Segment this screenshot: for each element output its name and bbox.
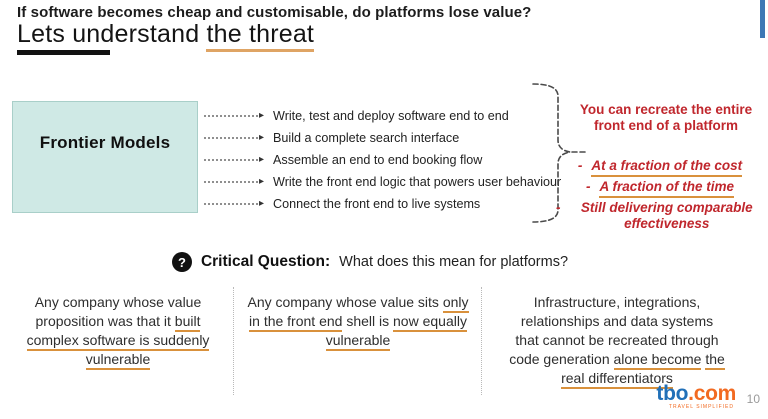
underlined-segment: now equally vulnerable <box>325 313 467 351</box>
logo-main-text: tbo <box>656 382 689 405</box>
underlined-segment: the real differentiators <box>561 351 725 389</box>
tbo-logo: tbo.com TRAVEL SIMPLIFIED <box>656 383 736 410</box>
conclusion-point-text: Still delivering comparable effectivenes… <box>580 200 753 231</box>
conclusion-point: - Still delivering comparable effectiven… <box>556 200 764 232</box>
takeaway-column-1: Any company whose value proposition was … <box>8 293 228 370</box>
capability-label: Write, test and deploy software end to e… <box>273 108 509 123</box>
capability-row: ▸ Build a complete search interface <box>204 129 459 146</box>
logo-tagline: TRAVEL SIMPLIFIED <box>668 404 734 410</box>
column-divider <box>481 287 482 395</box>
subtitle-prefix: Lets understand <box>17 20 207 48</box>
underlined-segment: built complex software is suddenly <box>26 313 210 351</box>
critical-question-row: ? Critical Question: What does this mean… <box>0 252 754 272</box>
page-number: 10 <box>746 392 760 406</box>
capability-row: ▸ Connect the front end to live systems <box>204 195 480 212</box>
text-segment: Any company whose value proposition was … <box>34 294 202 329</box>
underlined-segment: alone become <box>613 351 702 370</box>
underlined-segment: vulnerable <box>85 351 151 370</box>
dotted-connector <box>204 180 258 183</box>
dash-bullet: - <box>577 158 583 173</box>
dashed-brace-connector <box>532 83 588 223</box>
conclusion-point-text: At a fraction of the cost <box>591 158 743 177</box>
critical-question-text: What does this mean for platforms? <box>339 254 569 270</box>
column-divider <box>233 287 234 395</box>
text-segment: Infrastructure, integrations, relationsh… <box>509 294 719 367</box>
title-accent-bar <box>17 50 110 55</box>
tbo-logo-wordmark: tbo.com <box>656 383 736 404</box>
top-right-accent-stripe <box>760 0 765 38</box>
dash-bullet: - <box>585 179 591 194</box>
text-segment: Any company whose value sits <box>247 294 443 310</box>
critical-question-label: Critical Question: <box>200 253 331 270</box>
conclusion-points: - At a fraction of the cost - A fraction… <box>556 158 764 234</box>
capability-row: ▸ Write, test and deploy software end to… <box>204 107 509 124</box>
arrowhead-icon: ▸ <box>259 175 265 187</box>
text-segment: shell is <box>342 313 394 329</box>
question-mark-circle-icon: ? <box>171 252 192 272</box>
conclusion-heading: You can recreate the entire front end of… <box>579 102 753 133</box>
conclusion-point: - At a fraction of the cost <box>556 158 764 177</box>
arrowhead-icon: ▸ <box>259 109 265 121</box>
page-title: Lets understand the threat <box>17 20 315 52</box>
capability-label: Assemble an end to end booking flow <box>273 152 483 167</box>
frontier-models-box: Frontier Models <box>12 101 198 213</box>
subtitle-highlight: the threat <box>206 20 315 52</box>
underlined-segment: only in the front end <box>249 294 469 332</box>
conclusion-point-text: A fraction of the time <box>599 179 734 198</box>
dotted-connector <box>204 136 258 139</box>
capability-label: Build a complete search interface <box>273 130 460 145</box>
logo-suffix-text: .com <box>688 382 736 405</box>
dotted-connector <box>204 158 258 161</box>
dash-bullet: - <box>556 200 561 215</box>
takeaway-column-2: Any company whose value sits only in the… <box>247 293 469 351</box>
capability-label: Connect the front end to live systems <box>273 196 481 211</box>
dotted-connector <box>204 114 258 117</box>
frontier-models-label: Frontier Models <box>39 133 171 152</box>
capability-row: ▸ Write the front end logic that powers … <box>204 173 561 190</box>
arrowhead-icon: ▸ <box>259 153 265 165</box>
slide-kicker: If software becomes cheap and customisab… <box>17 4 532 21</box>
conclusion-point: - A fraction of the time <box>556 179 764 198</box>
arrowhead-icon: ▸ <box>259 131 265 143</box>
arrowhead-icon: ▸ <box>259 197 265 209</box>
capability-row: ▸ Assemble an end to end booking flow <box>204 151 482 168</box>
takeaway-column-3: Infrastructure, integrations, relationsh… <box>508 293 726 389</box>
capability-label: Write the front end logic that powers us… <box>273 174 562 189</box>
dotted-connector <box>204 202 258 205</box>
